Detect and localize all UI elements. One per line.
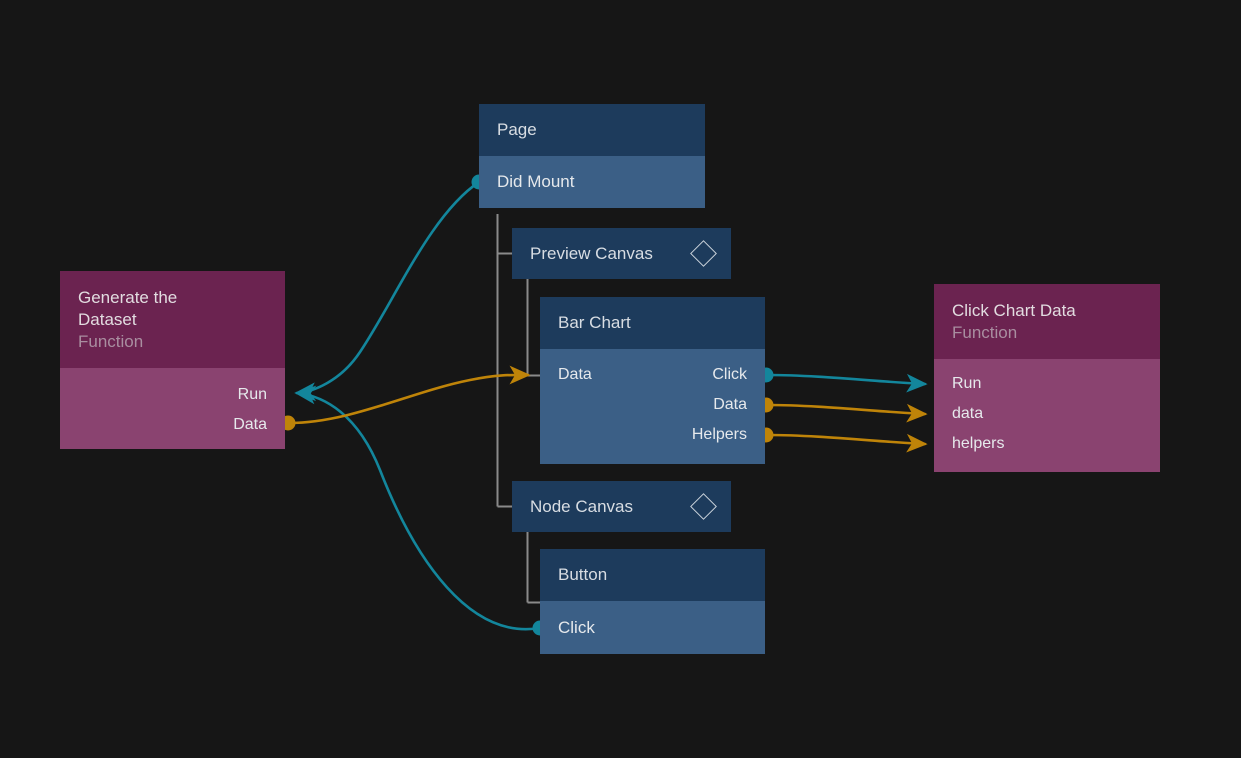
event-row-click[interactable]: Click bbox=[540, 601, 765, 654]
node-button[interactable]: Button Click bbox=[540, 549, 765, 654]
port-out-data[interactable]: Data bbox=[540, 390, 765, 420]
node-subtitle: Function bbox=[952, 323, 1018, 342]
node-header: Preview Canvas bbox=[512, 228, 731, 279]
wire-click-to-run bbox=[765, 373, 928, 393]
node-title: Preview Canvas bbox=[530, 243, 653, 263]
node-title: Node Canvas bbox=[530, 496, 634, 516]
node-generate-the-dataset[interactable]: Generate the Dataset Function Run Data bbox=[60, 271, 285, 449]
port-data[interactable]: data bbox=[934, 399, 1160, 429]
port-run[interactable]: Run bbox=[934, 369, 1160, 399]
port-data[interactable]: Data bbox=[60, 410, 285, 440]
node-title: Page bbox=[497, 120, 537, 139]
node-body: Run Data bbox=[60, 368, 285, 449]
port-label: Data bbox=[713, 396, 747, 413]
port-label: data bbox=[952, 405, 984, 422]
wire-didmount-to-run bbox=[294, 180, 481, 402]
node-node-canvas[interactable]: Node Canvas bbox=[512, 481, 731, 532]
port-in-data[interactable]: Data bbox=[540, 360, 765, 390]
port-run[interactable]: Run bbox=[60, 380, 285, 410]
node-page[interactable]: Page Did Mount bbox=[479, 104, 705, 210]
node-header: Click Chart Data Function bbox=[934, 284, 1160, 359]
node-preview-canvas[interactable]: Preview Canvas bbox=[512, 228, 731, 279]
node-header: Node Canvas bbox=[512, 481, 731, 532]
port-helpers[interactable]: helpers bbox=[934, 429, 1160, 459]
node-body: Data Click Data Helpers bbox=[540, 349, 765, 464]
wire-data-to-barchart bbox=[287, 365, 531, 425]
wire-buttonclick-to-run bbox=[294, 385, 542, 631]
node-subtitle: Function bbox=[78, 332, 144, 351]
port-label: Data bbox=[233, 416, 267, 433]
node-body: Run data helpers bbox=[934, 359, 1160, 472]
node-bar-chart[interactable]: Bar Chart Data Click Data Helpers bbox=[540, 297, 765, 464]
diamond-icon bbox=[690, 240, 717, 267]
event-row-did-mount[interactable]: Did Mount bbox=[479, 156, 705, 208]
port-label: Click bbox=[712, 366, 747, 383]
node-title: Bar Chart bbox=[558, 313, 631, 332]
port-label: helpers bbox=[952, 435, 1005, 452]
node-header: Bar Chart bbox=[540, 297, 765, 349]
node-header: Page bbox=[479, 104, 705, 156]
node-title: Button bbox=[558, 565, 608, 584]
port-out-helpers[interactable]: Helpers bbox=[540, 420, 765, 450]
node-click-chart-data[interactable]: Click Chart Data Function Run data helpe… bbox=[934, 284, 1160, 472]
node-header: Button bbox=[540, 549, 765, 601]
diamond-icon bbox=[690, 493, 717, 520]
node-title: Generate the Dataset bbox=[78, 288, 178, 329]
port-label: Run bbox=[237, 386, 267, 403]
port-label: Data bbox=[558, 366, 592, 383]
port-out-click[interactable]: Click bbox=[540, 360, 765, 390]
port-label: Helpers bbox=[691, 426, 747, 443]
event-label: Did Mount bbox=[497, 172, 575, 191]
wire-helpers-to-helpers bbox=[765, 433, 928, 453]
node-title: Click Chart Data bbox=[952, 301, 1076, 320]
wire-data-to-data bbox=[765, 403, 928, 423]
node-header: Generate the Dataset Function bbox=[60, 271, 285, 368]
port-label: Run bbox=[952, 375, 982, 392]
event-label: Click bbox=[558, 617, 595, 637]
